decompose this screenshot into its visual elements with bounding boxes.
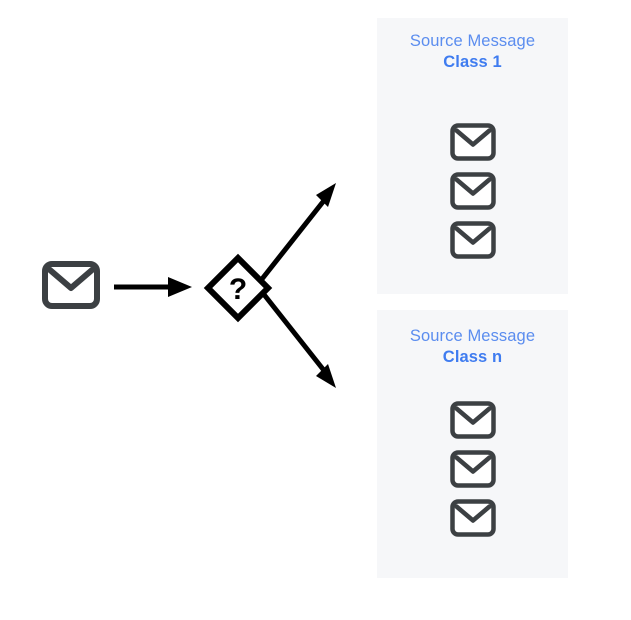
message-envelope-icon: [449, 221, 496, 259]
panel-class-n-subtitle: Class n: [442, 348, 503, 367]
panel-class-1-message-list: [377, 123, 568, 259]
message-envelope-icon: [449, 401, 496, 439]
arrow-decision-to-class-n: [258, 288, 343, 398]
panel-class-1: Source Message Class 1: [377, 18, 568, 294]
message-envelope-icon: [449, 123, 496, 161]
arrow-decision-to-class-1: [258, 178, 343, 288]
panel-class-n-heading: Source Message Class n: [377, 327, 568, 367]
panel-class-1-subtitle: Class 1: [443, 53, 502, 72]
message-envelope-icon: [449, 499, 496, 537]
message-envelope-icon: [449, 450, 496, 488]
source-envelope-icon: [42, 261, 100, 309]
arrow-source-to-decision: [112, 272, 194, 307]
panel-class-n-title: Source Message: [409, 327, 536, 345]
panel-class-n-message-list: [377, 401, 568, 537]
panel-class-1-title: Source Message: [409, 32, 536, 50]
panel-class-1-heading: Source Message Class 1: [377, 32, 568, 72]
svg-text:?: ?: [229, 273, 247, 306]
decision-diamond-icon: ?: [203, 253, 273, 328]
message-envelope-icon: [449, 172, 496, 210]
